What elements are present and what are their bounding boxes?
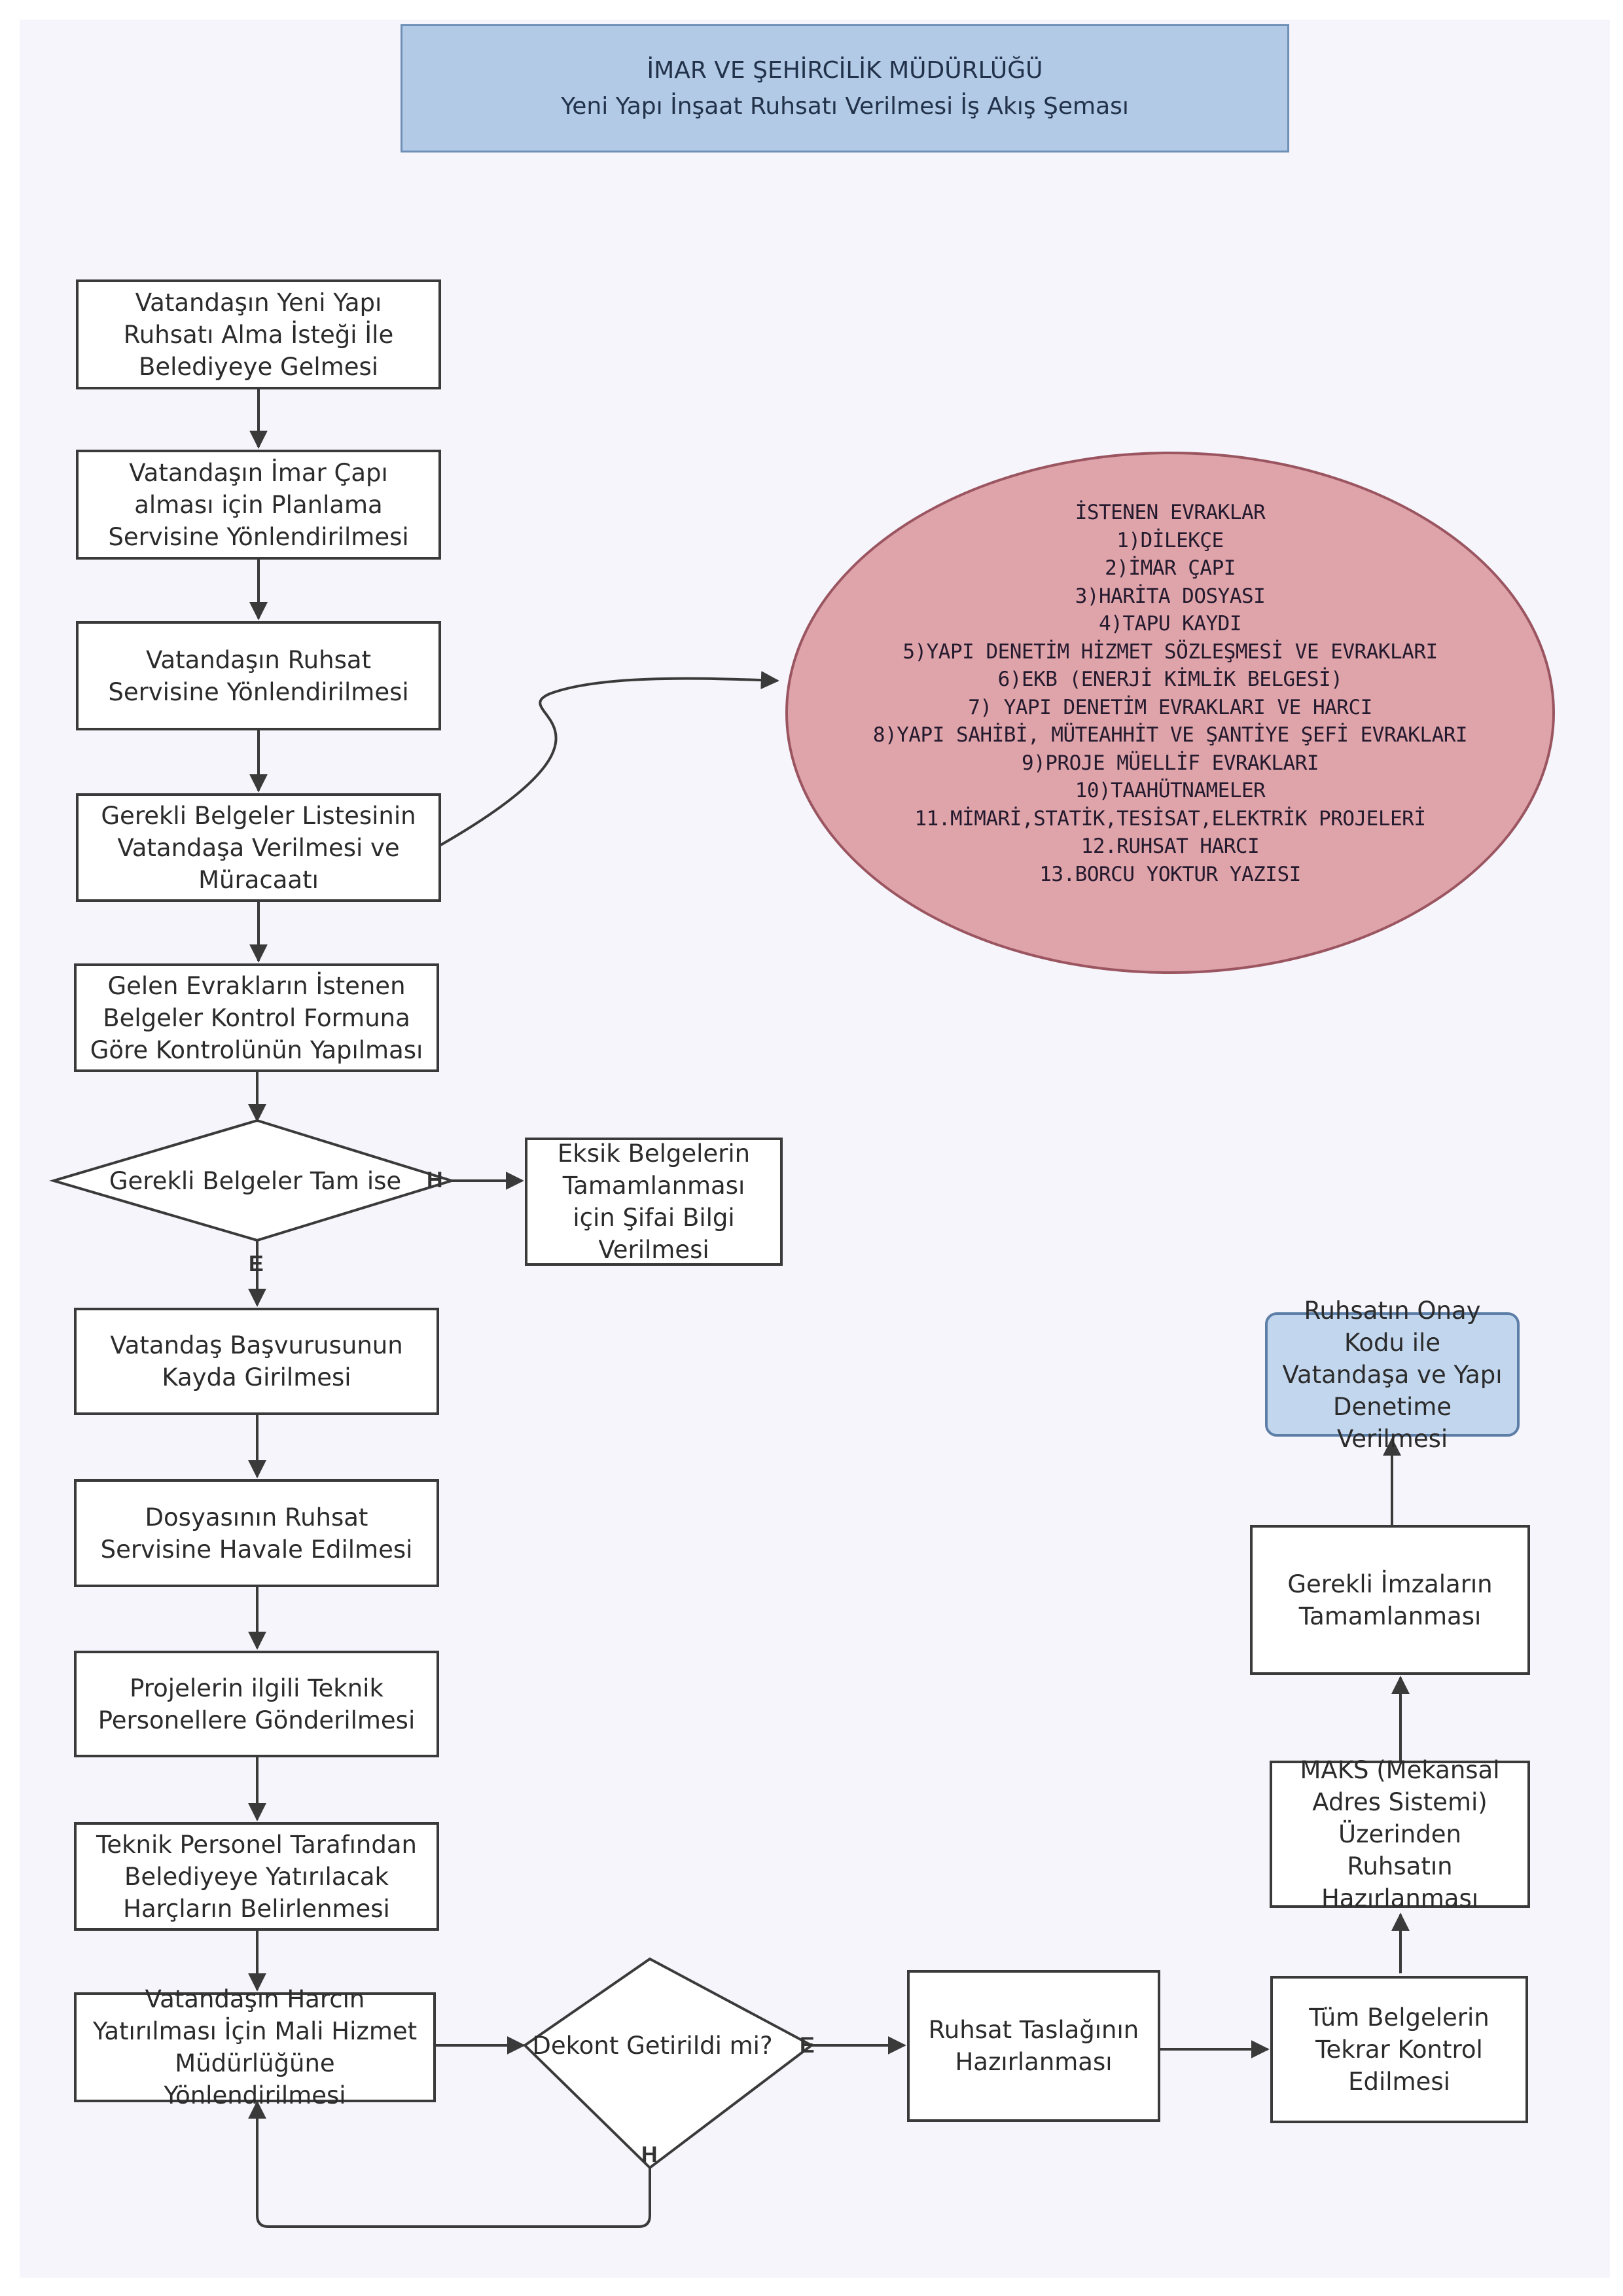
step-application-record: Vatandaş Başvurusunun Kayda Girilmesi — [74, 1308, 439, 1415]
document-item: 8)YAPI SAHİBİ, MÜTEAHHİT VE ŞANTİYE ŞEFİ… — [872, 723, 1468, 747]
document-item: 4)TAPU KAYDI — [1099, 612, 1241, 636]
step-fee-payment: Vatandaşın Harcın Yatırılması İçin Mali … — [74, 1985, 436, 2109]
document-item: 1)DİLEKÇE — [1116, 528, 1224, 552]
step-maks-system: MAKS (Mekansal Adres Sistemi) Üzerinden … — [1270, 1756, 1530, 1912]
decision-1-yes-label: E — [249, 1251, 264, 1276]
document-item: 12.RUHSAT HARCI — [1080, 834, 1260, 858]
decision-diamond-1 — [48, 1119, 456, 1242]
required-documents-ellipse — [785, 452, 1555, 974]
decision-diamond-2 — [522, 1957, 814, 2170]
header-subtitle: Yeni Yapı İnşaat Ruhsatı Verilmesi İş Ak… — [561, 93, 1129, 120]
document-item: 2)İMAR ÇAPI — [1105, 556, 1236, 580]
step-missing-documents: Eksik Belgelerin Tamamlanması için Şifai… — [525, 1138, 783, 1266]
step-citizen-arrives: Vatandaşın Yeni Yapı Ruhsatı Alma İsteği… — [76, 279, 441, 389]
document-item: 6)EKB (ENERJİ KİMLİK BELGESİ) — [997, 668, 1343, 691]
header-box: İMAR VE ŞEHİRCİLİK MÜDÜRLÜĞÜ Yeni Yapı İ… — [401, 24, 1289, 152]
document-item: 13.BORCU YOKTUR YAZISI — [1039, 862, 1301, 886]
step-file-referral: Dosyasının Ruhsat Servisine Havale Edilm… — [74, 1479, 439, 1587]
step-zoning-plan: Vatandaşın İmar Çapı alması için Planlam… — [76, 450, 441, 560]
step-fees-determined: Teknik Personel Tarafından Belediyeye Ya… — [74, 1822, 439, 1931]
document-item: 3)HARİTA DOSYASI — [1075, 584, 1266, 608]
header-title: İMAR VE ŞEHİRCİLİK MÜDÜRLÜĞÜ — [647, 57, 1043, 84]
document-item: 5)YAPI DENETİM HİZMET SÖZLEŞMESİ VE EVRA… — [902, 639, 1438, 664]
step-signatures: Gerekli İmzaların Tamamlanması — [1250, 1525, 1530, 1675]
decision-1-label: Gerekli Belgeler Tam ise — [109, 1166, 402, 1195]
arrow-d2-loop-back — [248, 2100, 651, 2228]
decision-2-yes-label: E — [800, 2033, 815, 2058]
document-item: 10)TAAHÜTNAMELER — [1075, 779, 1266, 802]
step-permit-service: Vatandaşın Ruhsat Servisine Yönlendirilm… — [76, 621, 441, 730]
step-document-control: Gelen Evrakların İstenen Belgeler Kontro… — [74, 963, 439, 1072]
step-required-documents: Gerekli Belgeler Listesinin Vatandaşa Ve… — [76, 793, 441, 902]
document-item: 11.MİMARİ,STATİK,TESİSAT,ELEKTRİK PROJEL… — [914, 806, 1426, 831]
decision-2-no-label: H — [641, 2142, 658, 2167]
decision-2-label: Dekont Getirildi mi? — [532, 2031, 773, 2060]
documents-title: İSTENEN EVRAKLAR — [1075, 501, 1266, 524]
document-item: 9)PROJE MÜELLİF EVRAKLARI — [1021, 751, 1319, 775]
step-permit-draft: Ruhsat Taslağının Hazırlanması — [907, 1970, 1160, 2122]
step-approval-code: Ruhsatın Onay Kodu ile Vatandaşa ve Yapı… — [1265, 1297, 1520, 1453]
required-documents-list: İSTENEN EVRAKLAR 1)DİLEKÇE 2)İMAR ÇAPI 3… — [798, 499, 1542, 888]
decision-1-no-label: H — [427, 1168, 443, 1193]
document-item: 7) YAPI DENETİM EVRAKLARI VE HARCI — [968, 695, 1372, 719]
step-technical-staff: Projelerin ilgili Teknik Personellere Gö… — [74, 1651, 439, 1757]
step-recheck-documents: Tüm Belgelerin Tekrar Kontrol Edilmesi — [1270, 1976, 1528, 2123]
curve-s4-documents — [438, 671, 779, 848]
